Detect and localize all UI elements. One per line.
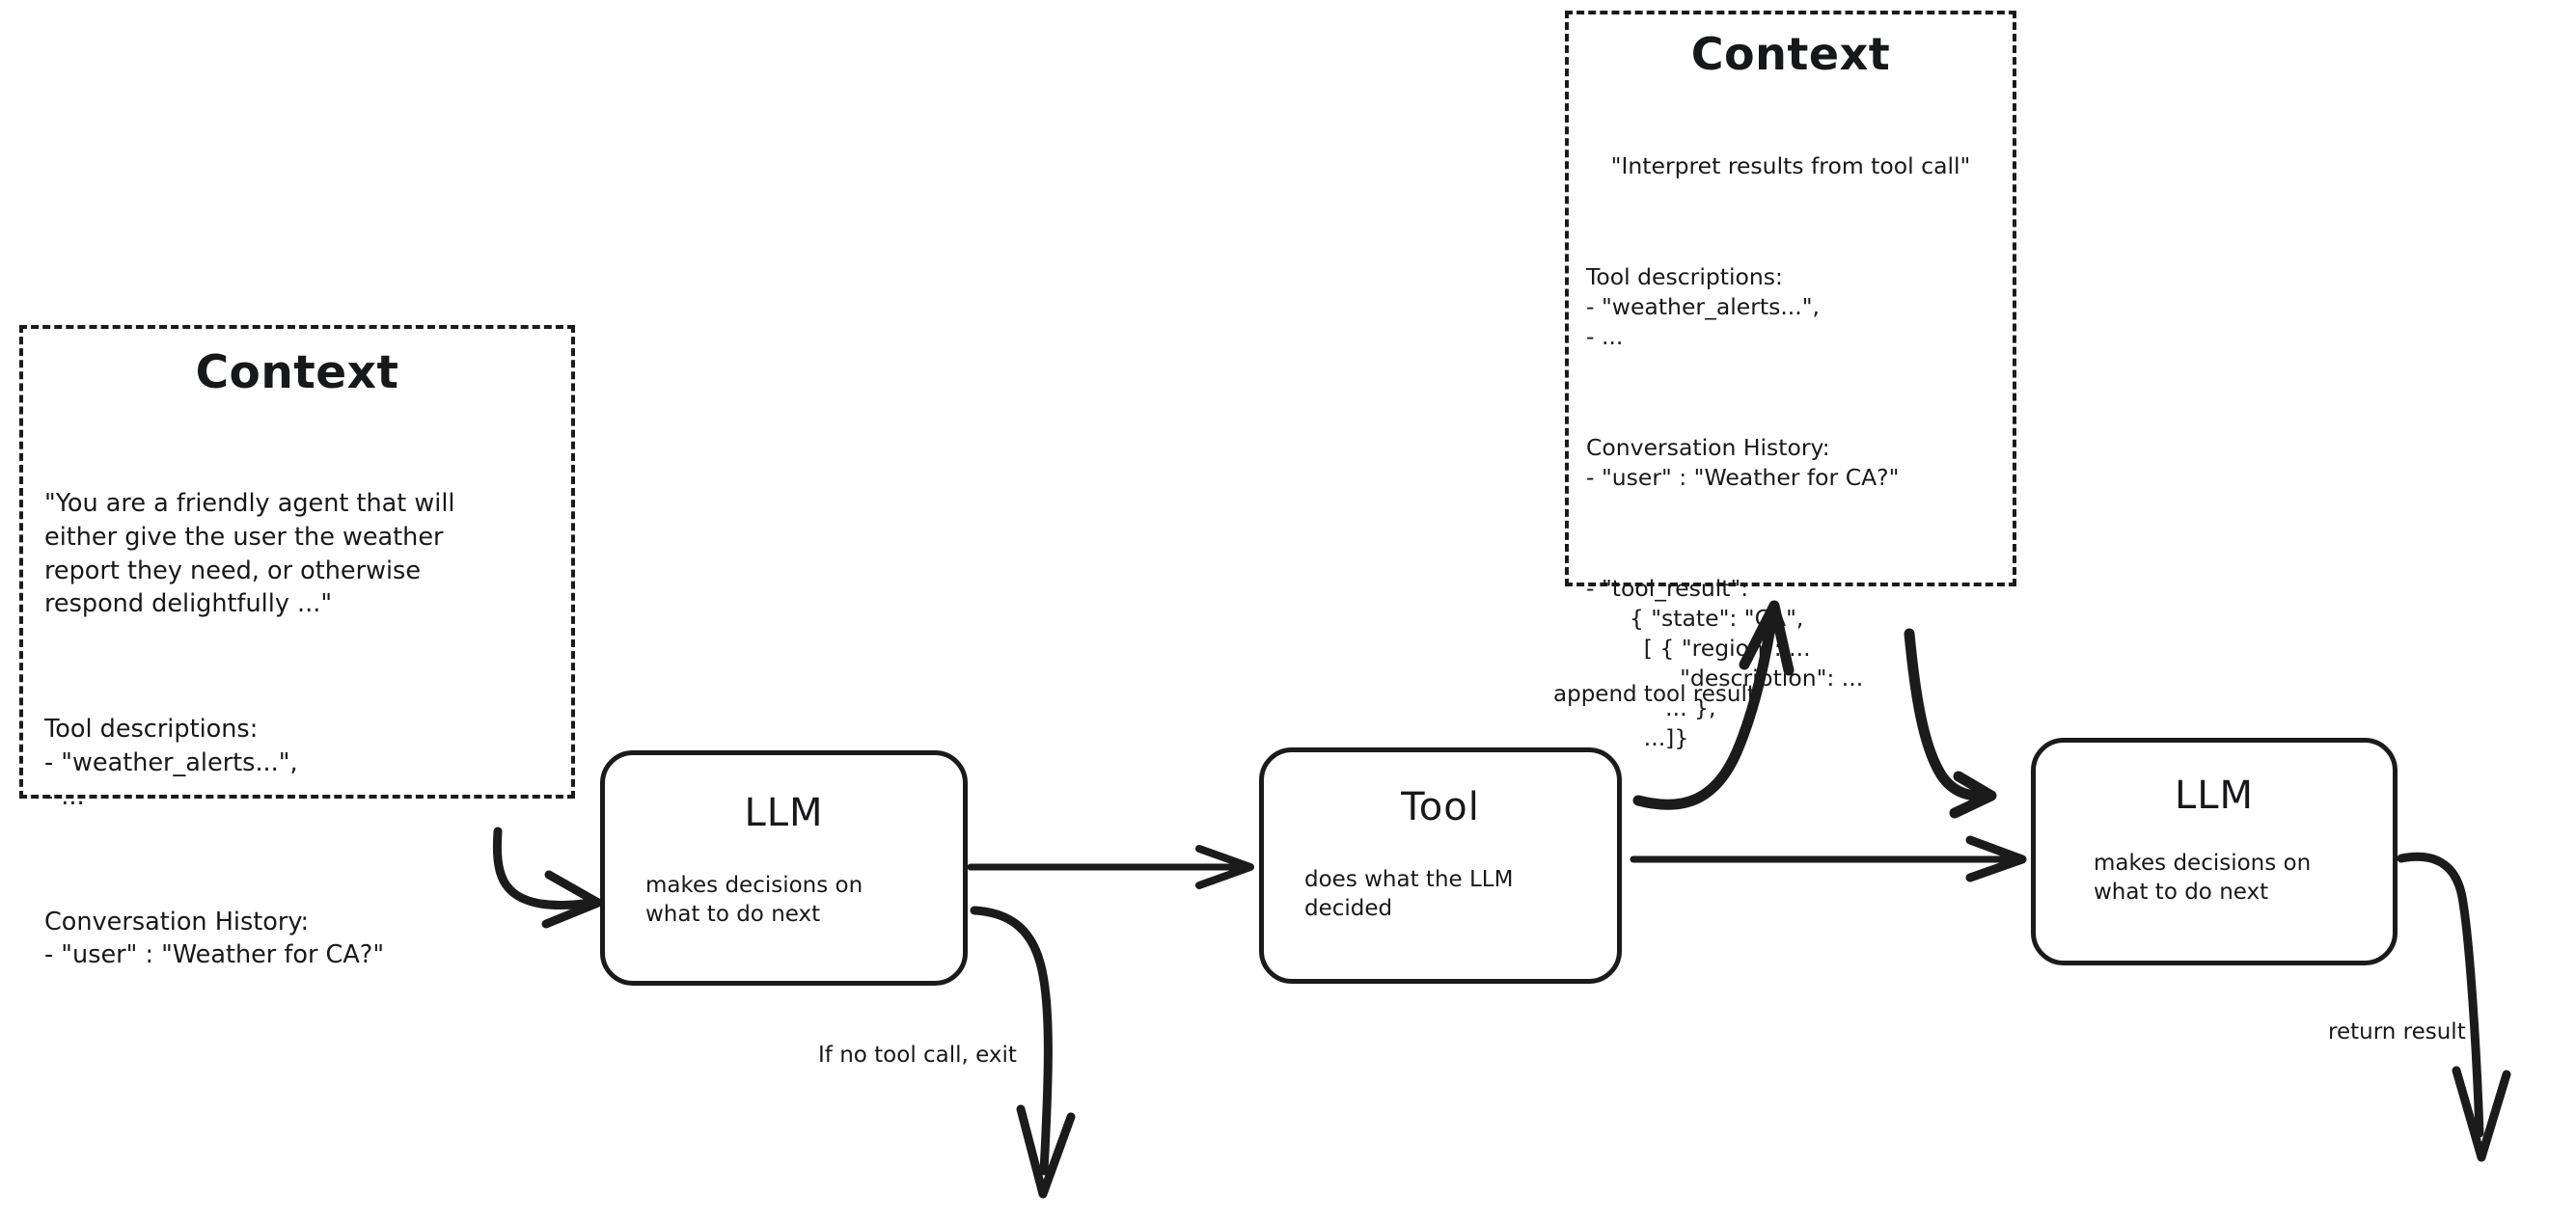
arrow-llm-to-tool [967, 845, 1254, 889]
context-right-body: "Interpret results from tool call" Tool … [1586, 92, 1995, 834]
node-tool-title: Tool [1401, 785, 1480, 829]
arrow-return-result [2397, 852, 2511, 1162]
context-box-left: Context "You are a friendly agent that w… [19, 325, 575, 969]
node-llm-second-title: LLM [2174, 773, 2255, 818]
context-left-title: Context [195, 346, 399, 399]
context-left-body: "You are a friendly agent that will eith… [44, 421, 550, 1039]
node-tool[interactable]: Tool does what the LLM decided [1259, 747, 1622, 984]
node-llm-first[interactable]: LLM makes decisions on what to do next [600, 750, 968, 986]
context-right-tool-descriptions: Tool descriptions: - "weather_alerts..."… [1586, 263, 1821, 351]
context-left-conversation-history: Conversation History: - "user" : "Weathe… [44, 907, 385, 970]
edge-label-append-tool-result: append tool result [1553, 682, 1756, 707]
context-right-conversation-history: Conversation History: - "user" : "Weathe… [1586, 434, 1900, 492]
node-llm-second-subtitle: makes decisions on what to do next [2094, 851, 2312, 905]
context-right-title: Context [1690, 28, 1891, 80]
context-right-tool-result: - "tool_result": { "state": "CA", [ { "r… [1586, 575, 1864, 752]
node-tool-subtitle: does what the LLM decided [1304, 867, 1514, 921]
edge-label-if-no-tool-call-exit: If no tool call, exit [818, 1043, 1017, 1068]
context-left-tool-descriptions: Tool descriptions: - "weather_alerts..."… [44, 715, 298, 811]
node-llm-second[interactable]: LLM makes decisions on what to do next [2031, 738, 2398, 965]
edge-label-return-result: return result [2328, 1019, 2466, 1045]
node-llm-first-subtitle: makes decisions on what to do next [645, 873, 863, 927]
context-right-system-prompt: "Interpret results from tool call" [1610, 152, 1971, 180]
arrow-tool-to-llm-second [1630, 835, 2027, 882]
node-llm-first-title: LLM [744, 791, 824, 835]
context-box-right: Context "Interpret results from tool cal… [1565, 11, 2016, 751]
context-left-system-prompt: "You are a friendly agent that will eith… [44, 489, 455, 619]
